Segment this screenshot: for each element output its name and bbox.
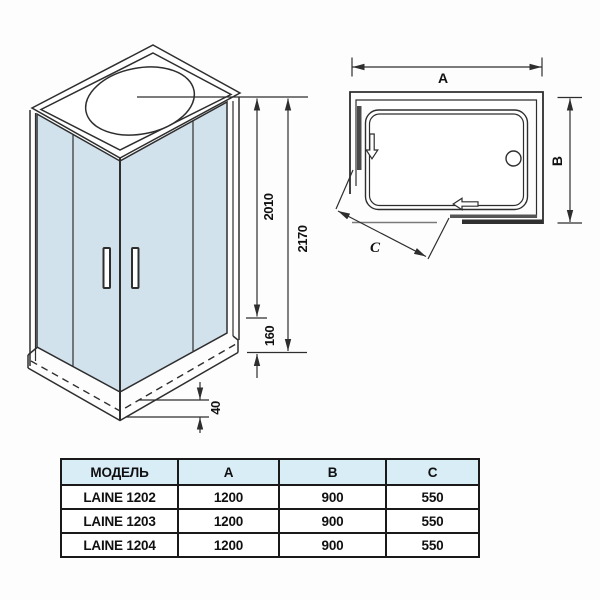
cell-c: 550 — [385, 532, 480, 558]
dim-label-tray-height: 160 — [262, 326, 277, 346]
dim-label-b: B — [549, 156, 565, 166]
tray-right-edge — [232, 335, 239, 353]
ext-line-c-left — [335, 169, 354, 210]
bottom-sliding-door-bar-inner — [450, 214, 537, 218]
cell-a: 1200 — [177, 484, 280, 510]
dim-label-total-height: 2170 — [295, 225, 310, 252]
header-b: B — [278, 458, 387, 486]
front-view-diagram: 2010 2170 160 40 — [27, 44, 310, 433]
left-sliding-door-bar — [357, 106, 362, 170]
header-model: МОДЕЛЬ — [60, 458, 179, 486]
model-spec-table: МОДЕЛЬ A B C LAINE 1202 1200 900 550 LAI… — [60, 458, 480, 558]
enclosure-outer-frame — [349, 91, 544, 224]
tray-top-left-lip — [27, 346, 38, 356]
door-slide-arrow-left — [452, 197, 479, 211]
dim-line-c — [337, 210, 427, 258]
cell-a: 1200 — [177, 532, 280, 558]
right-door-handle — [131, 247, 140, 289]
left-door-handle — [102, 247, 111, 289]
dim-label-base-height: 40 — [208, 401, 223, 415]
cell-b: 900 — [278, 508, 387, 534]
table-row: LAINE 1202 1200 900 550 — [60, 484, 480, 510]
top-view-diagram: A B C — [335, 57, 582, 260]
cell-c: 550 — [385, 484, 480, 510]
header-c: C — [385, 458, 480, 486]
technical-drawing: 2010 2170 160 40 — [27, 44, 582, 433]
tray-dashed-line — [30, 343, 237, 412]
table-row: LAINE 1204 1200 900 550 — [60, 532, 480, 558]
tray-plan-inner — [368, 113, 525, 207]
header-a: A — [177, 458, 280, 486]
drain-circle — [505, 150, 522, 167]
tray-bottom-edge — [27, 351, 239, 422]
cell-c: 550 — [385, 508, 480, 534]
bottom-sliding-door-bar-outer — [462, 219, 543, 224]
table-header-row: МОДЕЛЬ A B C — [60, 458, 480, 486]
cell-b: 900 — [278, 484, 387, 510]
cell-a: 1200 — [177, 508, 280, 534]
dim-label-a: A — [438, 70, 448, 86]
dim-label-c: C — [370, 240, 381, 256]
cell-b: 900 — [278, 532, 387, 558]
tray-plan-outer — [364, 109, 529, 211]
table-row: LAINE 1203 1200 900 550 — [60, 508, 480, 534]
cell-model: LAINE 1203 — [60, 508, 179, 534]
enclosure-inner-frame — [355, 99, 538, 218]
door-slide-arrow-down — [365, 133, 379, 160]
roof-dome-oval — [84, 66, 196, 136]
cell-model: LAINE 1204 — [60, 532, 179, 558]
cell-model: LAINE 1202 — [60, 484, 179, 510]
dim-label-door-height: 2010 — [261, 193, 276, 220]
ext-line-c-right — [427, 217, 450, 260]
